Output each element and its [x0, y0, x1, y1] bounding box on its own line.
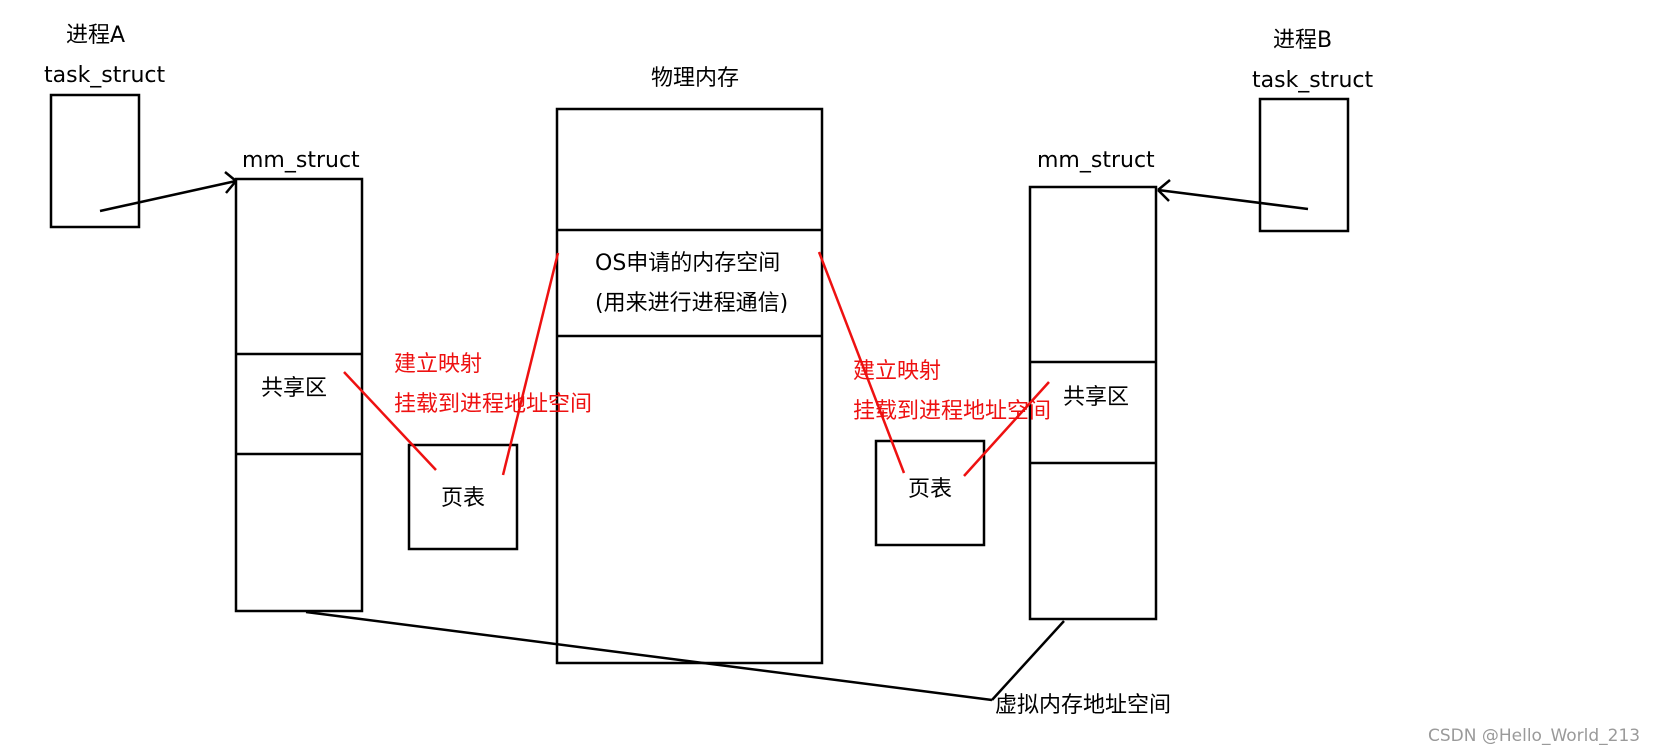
- mapping-lines-left: [343, 252, 560, 476]
- mapping-right-line1: 建立映射: [853, 359, 942, 384]
- process-b-title: 进程B: [1273, 28, 1333, 53]
- process-b-shared-region-label: 共享区: [1063, 385, 1130, 410]
- process-b-task-struct-label: task_struct: [1252, 68, 1374, 93]
- os-region-line1: OS申请的内存空间: [595, 251, 781, 276]
- process-a-mm-struct-box: [234, 177, 364, 613]
- process-a-page-table-box: [407, 443, 519, 551]
- process-b-page-table-box: [874, 439, 986, 547]
- mapping-right-line2: 挂载到进程地址空间: [853, 399, 1052, 424]
- mapping-left-line2: 挂载到进程地址空间: [394, 392, 593, 417]
- process-a-mm-struct-label: mm_struct: [242, 148, 360, 173]
- arrow-task-to-mm-a: [99, 171, 237, 213]
- mapping-left-line1: 建立映射: [394, 352, 483, 377]
- process-a-task-struct-box: [49, 93, 141, 229]
- arrow-task-to-mm-b: [1157, 179, 1309, 211]
- virtual-address-space-label: 虚拟内存地址空间: [995, 693, 1172, 718]
- process-a-shared-region-label: 共享区: [261, 376, 328, 401]
- watermark: CSDN @Hello_World_213: [1428, 726, 1641, 746]
- physical-memory-title: 物理内存: [651, 66, 740, 91]
- process-a-page-table-label: 页表: [441, 486, 486, 511]
- os-region-line2: (用来进行进程通信): [595, 291, 789, 316]
- physical-memory-box: [555, 107, 824, 665]
- virtual-space-pointer-lines: [305, 610, 1065, 702]
- process-b-task-struct-box: [1258, 97, 1350, 233]
- process-b-mm-struct-label: mm_struct: [1037, 148, 1155, 173]
- mapping-lines-right: [817, 251, 1050, 477]
- process-a-title: 进程A: [66, 23, 126, 48]
- process-a-task-struct-label: task_struct: [44, 63, 166, 88]
- process-b-page-table-label: 页表: [908, 477, 953, 502]
